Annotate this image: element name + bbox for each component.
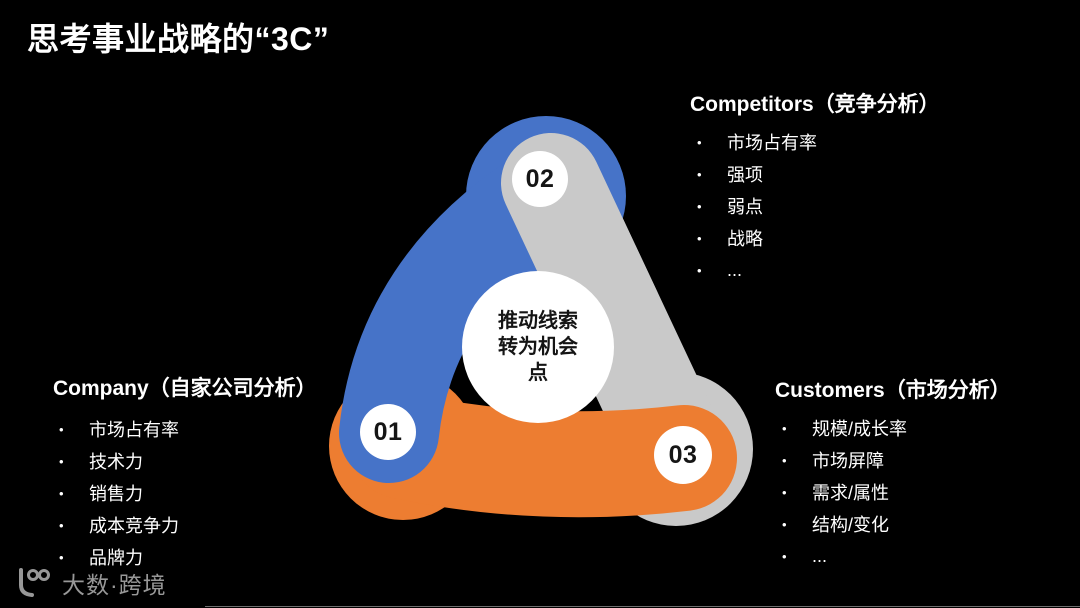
list-item: • 结构/变化: [777, 508, 1011, 540]
center-label-line2: 转为机会: [498, 336, 578, 358]
section-customers-title: Customers（市场分析）: [775, 379, 1011, 402]
bullet-dot: •: [782, 484, 787, 500]
list-item: • 规模/成长率: [777, 412, 1011, 444]
center-label: 推动线索 转为机会 点: [498, 308, 578, 386]
section-customers-list: • 规模/成长率 • 市场屏障 • 需求/属性 • 结构/变化 • ...: [777, 412, 1011, 572]
node-number-01: 01: [373, 417, 403, 446]
list-item-text: 市场屏障: [812, 451, 884, 471]
node-number-02: 02: [525, 164, 555, 193]
section-company-title: Company（自家公司分析）: [53, 377, 317, 400]
section-competitors-list: • 市场占有率 • 强项 • 弱点 • 战略 • ...: [692, 126, 940, 286]
list-item-text: 成本竞争力: [89, 516, 179, 536]
section-company-list: • 市场占有率 • 技术力 • 销售力 • 成本竞争力 • 品牌力: [54, 413, 317, 573]
list-item-text: ...: [727, 259, 743, 280]
bullet-dot: •: [59, 549, 64, 565]
list-item-text: ...: [812, 545, 828, 566]
list-item: • ...: [777, 540, 1011, 572]
bullet-dot: •: [697, 262, 702, 278]
logo-text: 大数·跨境: [62, 572, 167, 598]
node-circle-02: 02: [512, 151, 568, 207]
bullet-dot: •: [697, 198, 702, 214]
orange-arm: [350, 393, 737, 518]
list-item-text: 需求/属性: [812, 483, 890, 503]
section-competitors-title: Competitors（竞争分析）: [690, 93, 940, 116]
list-item-text: 弱点: [727, 197, 763, 217]
list-item-text: 强项: [727, 165, 763, 185]
list-item-text: 战略: [727, 229, 763, 249]
gray-arm-overlap-patch: [501, 133, 662, 363]
list-item-text: 结构/变化: [812, 515, 890, 535]
list-item-text: 市场占有率: [727, 133, 817, 153]
list-item-text: 市场占有率: [89, 420, 179, 440]
bullet-dot: •: [782, 452, 787, 468]
list-item: • 品牌力: [54, 541, 317, 573]
list-item: • 战略: [692, 222, 940, 254]
section-customers: Customers（市场分析） • 规模/成长率 • 市场屏障 • 需求/属性 …: [775, 374, 1011, 572]
list-item: • 市场占有率: [54, 413, 317, 445]
footer-logo: 大数·跨境: [13, 566, 167, 600]
bullet-dot: •: [59, 421, 64, 437]
bullet-dot: •: [59, 485, 64, 501]
list-item-text: 规模/成长率: [812, 419, 908, 439]
googol-10-100-icon: [19, 568, 50, 597]
center-label-line3: 点: [528, 362, 548, 384]
list-item: • 市场屏障: [777, 444, 1011, 476]
bullet-dot: •: [59, 517, 64, 533]
list-item: • 成本竞争力: [54, 509, 317, 541]
slide-title: 思考事业战略的“3C”: [27, 21, 330, 57]
list-item-text: 技术力: [89, 452, 143, 472]
section-company: Company（自家公司分析） • 市场占有率 • 技术力 • 销售力 • 成本…: [53, 372, 317, 573]
center-circle: 推动线索 转为机会 点: [462, 271, 614, 423]
bullet-dot: •: [697, 166, 702, 182]
node-circle-03: 03: [654, 426, 712, 484]
list-item: • 技术力: [54, 445, 317, 477]
node-number-03: 03: [668, 440, 698, 469]
list-item: • 需求/属性: [777, 476, 1011, 508]
list-item: • 市场占有率: [692, 126, 940, 158]
center-label-line1: 推动线索: [498, 310, 578, 332]
list-item: • ...: [692, 254, 940, 286]
bullet-dot: •: [697, 230, 702, 246]
list-item: • 销售力: [54, 477, 317, 509]
blue-arm: [339, 146, 595, 483]
bullet-dot: •: [782, 516, 787, 532]
bullet-dot: •: [697, 134, 702, 150]
list-item-text: 销售力: [89, 484, 143, 504]
node-circle-01: 01: [360, 404, 416, 460]
list-item: • 弱点: [692, 190, 940, 222]
bullet-dot: •: [782, 420, 787, 436]
section-competitors: Competitors（竞争分析） • 市场占有率 • 强项 • 弱点 • 战略…: [690, 88, 940, 286]
list-item: • 强项: [692, 158, 940, 190]
list-item-text: 品牌力: [89, 548, 143, 568]
bottom-divider-line: [205, 606, 1080, 607]
bullet-dot: •: [782, 548, 787, 564]
bullet-dot: •: [59, 453, 64, 469]
